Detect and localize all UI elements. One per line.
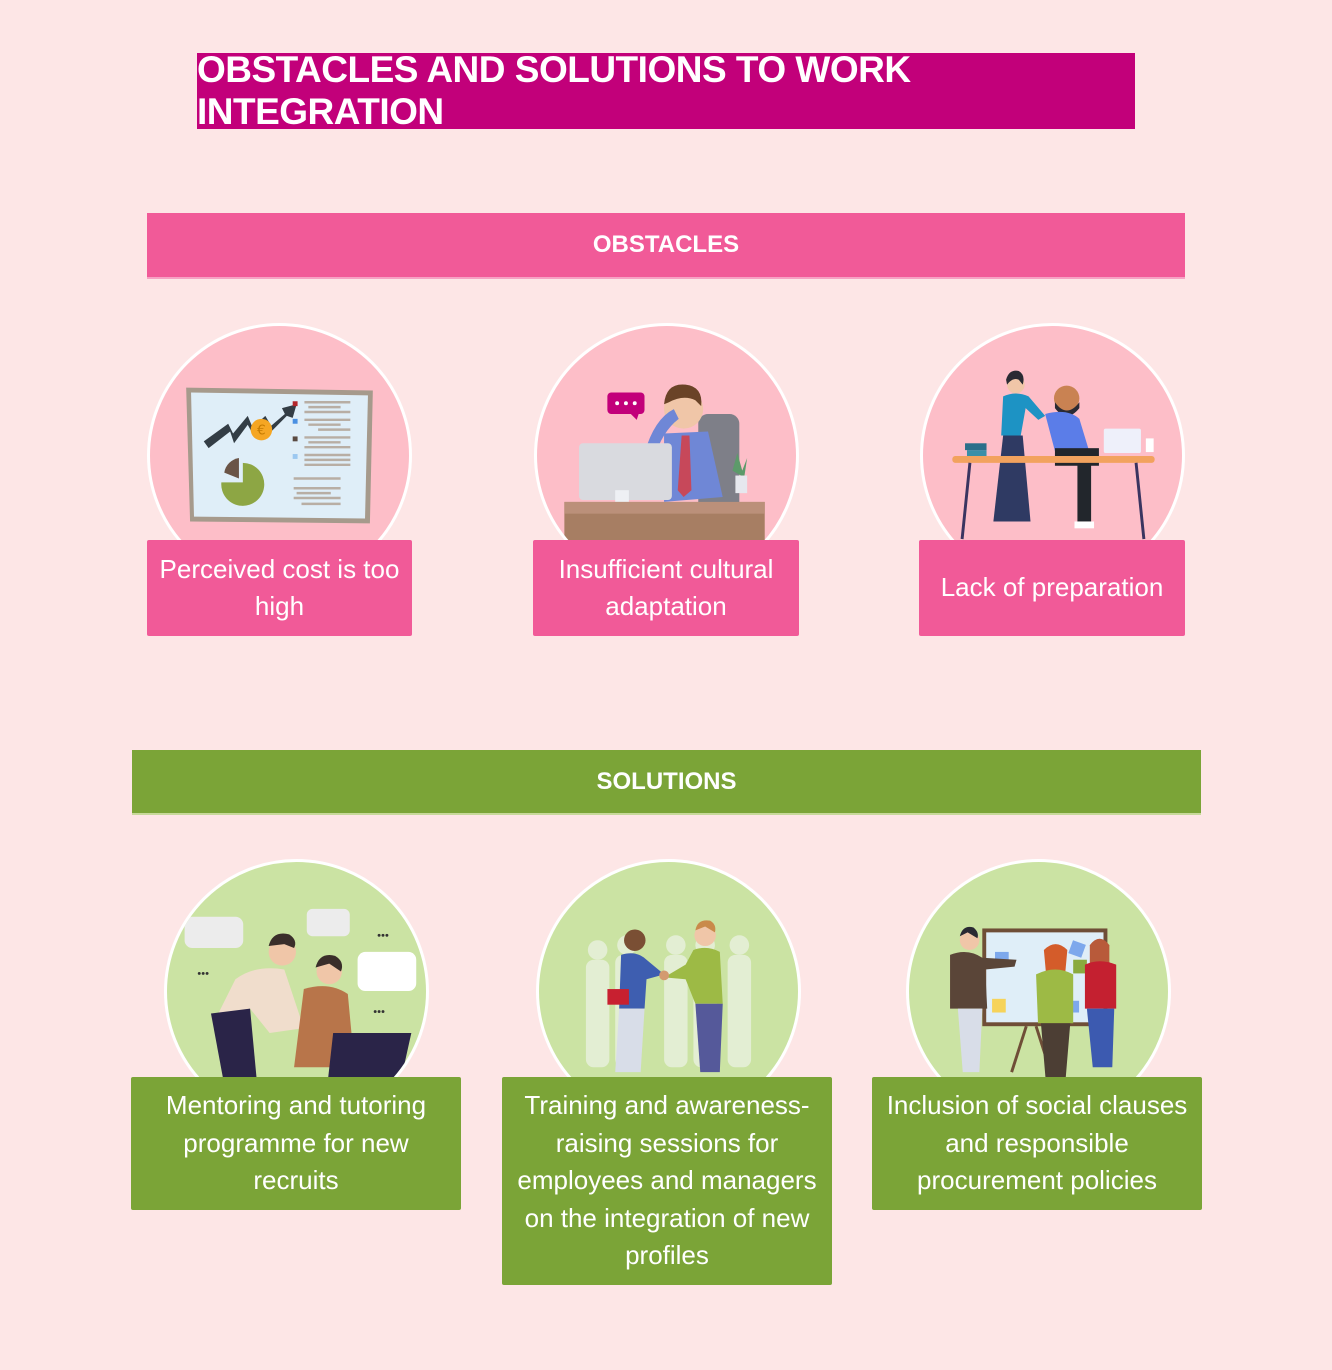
- solution-label-mentoring: Mentoring and tutoring programme for new…: [131, 1077, 461, 1210]
- obstacle-label-cost: Perceived cost is too high: [147, 540, 412, 636]
- page-title: OBSTACLES AND SOLUTIONS TO WORK INTEGRAT…: [197, 49, 1135, 132]
- team-whiteboard-icon: [906, 859, 1171, 1124]
- svg-text:€: €: [257, 422, 266, 438]
- obstacles-heading: OBSTACLES: [147, 213, 1185, 279]
- obstacle-label-cultural: Insufficient cultural adaptation: [533, 540, 799, 636]
- solution-label-procurement: Inclusion of social clauses and responsi…: [872, 1077, 1202, 1210]
- solutions-heading: SOLUTIONS: [132, 750, 1201, 815]
- obstacle-label-preparation: Lack of preparation: [919, 540, 1185, 636]
- solution-label-training: Training and awareness-raising sessions …: [502, 1077, 832, 1285]
- presentation-board-euro-chart-icon: €: [147, 323, 412, 588]
